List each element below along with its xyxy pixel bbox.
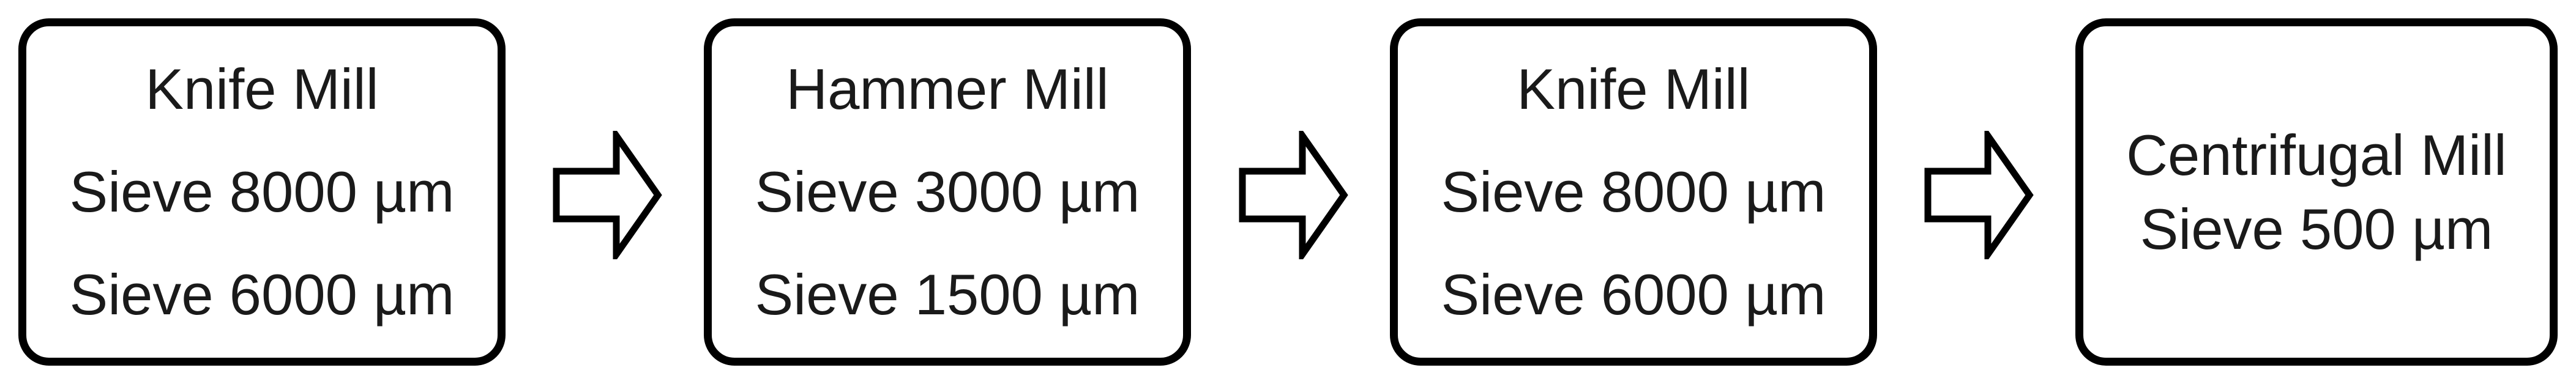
step-sieve-line: Sieve 3000 µm xyxy=(755,160,1140,224)
step-sieve-line: Sieve 8000 µm xyxy=(1441,160,1826,224)
step-box-centrifugal-mill: Centrifugal Mill Sieve 500 µm xyxy=(2075,18,2558,366)
right-arrow-icon xyxy=(1239,131,1348,259)
step-title: Knife Mill xyxy=(1517,57,1750,121)
right-arrow-icon xyxy=(1924,131,2034,259)
step-title: Hammer Mill xyxy=(786,57,1109,121)
step-title: Centrifugal Mill xyxy=(2126,122,2507,187)
step-box-knife-mill-2: Knife Mill Sieve 8000 µm Sieve 6000 µm xyxy=(1390,18,1877,366)
step-sieve-line: Sieve 1500 µm xyxy=(755,262,1140,327)
right-arrow-icon xyxy=(553,131,662,259)
step-sieve-line: Sieve 6000 µm xyxy=(1441,262,1826,327)
step-sieve-line: Sieve 8000 µm xyxy=(69,160,455,224)
step-sieve-line: Sieve 6000 µm xyxy=(69,262,455,327)
step-sieve-line: Sieve 500 µm xyxy=(2140,196,2493,261)
step-box-knife-mill-1: Knife Mill Sieve 8000 µm Sieve 6000 µm xyxy=(18,18,506,366)
step-title: Knife Mill xyxy=(145,57,379,121)
step-box-hammer-mill: Hammer Mill Sieve 3000 µm Sieve 1500 µm xyxy=(704,18,1191,366)
